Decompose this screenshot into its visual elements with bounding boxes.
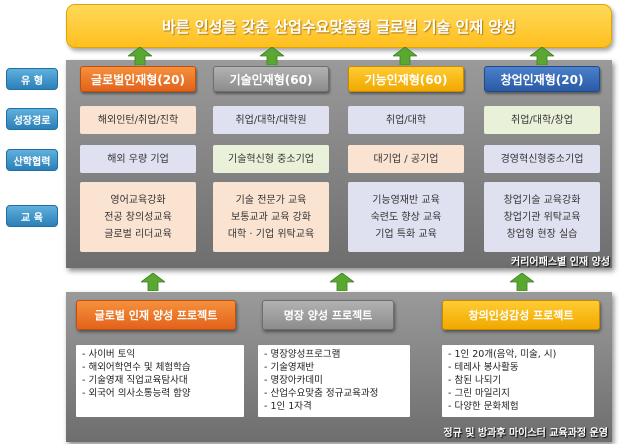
growth-path-cell: 취업/대학/창업 (484, 106, 600, 134)
up-arrow-icon (260, 47, 284, 65)
project-global: 글로벌 인재 양성 프로젝트 (76, 300, 236, 330)
row-label-growth-path: 성장경로 (6, 108, 58, 130)
growth-path-cell: 해외인턴/취업/진학 (80, 106, 196, 134)
up-arrow-icon (530, 47, 554, 65)
project-list-item: - 기술영재 직업교육탐사대 (82, 375, 188, 386)
up-arrow-icon (141, 273, 165, 291)
partner-cell: 경영혁신형중소기업 (484, 145, 600, 173)
project-list-item: - 다양한 문화체험 (448, 401, 519, 412)
education-item: 보통교과 교육 강화 (231, 211, 311, 223)
education-item: 글로벌 리더교육 (104, 228, 172, 240)
education-item: 대학 · 기업 위탁교육 (227, 228, 315, 240)
up-arrow-icon (330, 273, 354, 291)
education-cell: 기술 전문가 교육 보통교과 교육 강화 대학 · 기업 위탁교육 (213, 182, 329, 252)
education-item: 기업 특화 교육 (375, 228, 437, 240)
growth-path-cell: 취업/대학 (348, 106, 464, 134)
project-creativity-list: - 1인 20개(음악, 미술, 시) - 테레사 봉사활동 - 참된 나되기 … (442, 345, 594, 417)
project-master: 명장 양성 프로젝트 (262, 300, 394, 330)
meister-caption: 정규 및 방과후 마이스터 교육과정 운영 (443, 428, 608, 439)
education-item: 숙련도 향상 교육 (370, 211, 442, 223)
project-list-item: - 1인 20개(음악, 미술, 시) (448, 349, 557, 360)
up-arrow-icon (128, 47, 152, 65)
career-path-caption: 커리어패스별 인재 양성 (511, 257, 610, 268)
education-item: 창업기술 교육강화 (503, 194, 581, 206)
column-header-startup: 창업인재형(20) (484, 66, 600, 92)
column-header-technical: 기술인재형(60) (213, 66, 329, 92)
education-cell: 창업기술 교육강화 창업기관 위탁교육 창업형 현장 실습 (484, 182, 600, 252)
education-item: 창업형 현장 실습 (506, 228, 578, 240)
row-label-education: 교 육 (6, 205, 58, 227)
up-arrow-icon (510, 273, 534, 291)
partner-cell: 기술혁신형 중소기업 (213, 145, 329, 173)
project-master-list: - 명장양성프로그램 - 기술영재반 - 명장아카데미 - 산업수요맞춤 정규교… (258, 345, 410, 417)
project-list-item: - 테레사 봉사활동 (448, 362, 519, 373)
project-list-item: - 참된 나되기 (448, 375, 502, 386)
education-item: 기능영재반 교육 (372, 194, 440, 206)
row-label-industry-cooperation: 산학협력 (6, 149, 58, 171)
project-global-list: - 사이버 토익 - 해외어학연수 및 체험학습 - 기술영재 직업교육탐사대 … (76, 345, 244, 417)
column-header-skilled: 기능인재형(60) (348, 66, 464, 92)
column-header-global: 글로벌인재형(20) (80, 66, 196, 92)
project-list-item: - 외국어 의사소통능력 함양 (82, 388, 191, 399)
project-list-item: - 기술영재반 (264, 362, 315, 373)
project-list-item: - 산업수요맞춤 정규교육과정 (264, 388, 379, 399)
project-creativity: 창의인성감성 프로젝트 (442, 300, 600, 330)
education-item: 영어교육강화 (110, 194, 166, 206)
partner-cell: 대기업 / 공기업 (348, 145, 464, 173)
education-cell: 기능영재반 교육 숙련도 향상 교육 기업 특화 교육 (348, 182, 464, 252)
project-list-item: - 명장아카데미 (264, 375, 323, 386)
main-title-banner: 바른 인성을 갖춘 산업수요맞춤형 글로벌 기술 인재 양성 (66, 4, 612, 48)
project-list-item: - 명장양성프로그램 (264, 349, 341, 360)
education-cell: 영어교육강화 전공 창의성교육 글로벌 리더교육 (80, 182, 196, 252)
education-item: 창업기관 위탁교육 (503, 211, 581, 223)
growth-path-cell: 취업/대학/대학원 (213, 106, 329, 134)
project-list-item: - 사이버 토익 (82, 349, 136, 360)
row-label-type: 유 형 (6, 68, 58, 90)
project-list-item: - 해외어학연수 및 체험학습 (82, 362, 191, 373)
project-list-item: - 그린 마일리지 (448, 388, 510, 399)
education-item: 기술 전문가 교육 (235, 194, 307, 206)
project-list-item: - 1인 1자격 (264, 401, 312, 412)
up-arrow-icon (393, 47, 417, 65)
education-item: 전공 창의성교육 (104, 211, 172, 223)
partner-cell: 해외 우량 기업 (80, 145, 196, 173)
